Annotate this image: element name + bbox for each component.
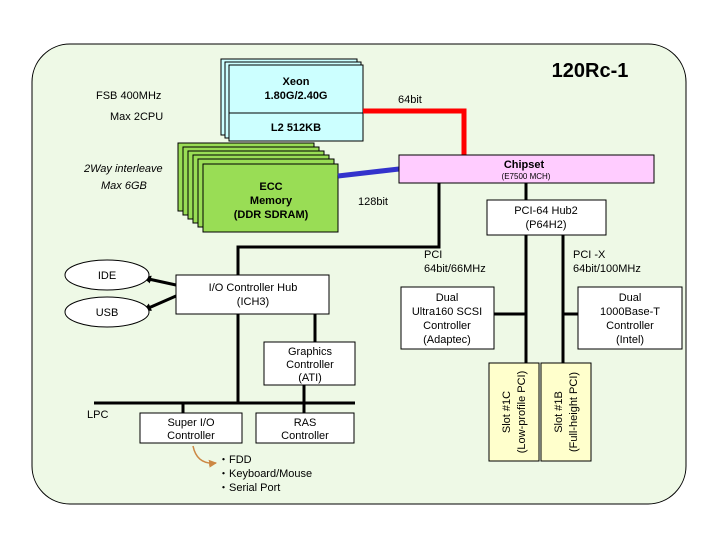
cpu-bus-label: 64bit xyxy=(398,94,422,106)
ich-box xyxy=(175,274,330,315)
p64h2-line1: PCI-64 Hub2 xyxy=(514,205,578,217)
cpu-name: Xeon xyxy=(283,76,310,88)
superio-item-serial: ・Serial Port xyxy=(218,482,280,494)
diagram-title: 120Rc-1 xyxy=(552,60,629,82)
pcix-label-1: PCI -X xyxy=(573,249,606,261)
slot-1b-line1: Slot #1B xyxy=(553,391,565,433)
slot-1c-line1: Slot #1C xyxy=(501,391,513,433)
cpu-speed: 1.80G/2.40G xyxy=(265,90,328,102)
graphics-line3: (ATI) xyxy=(298,372,322,384)
superio-line2: Controller xyxy=(167,430,215,442)
ras-line2: Controller xyxy=(281,430,329,442)
pcix-label-2: 64bit/100MHz xyxy=(573,263,641,275)
lan-line1: Dual xyxy=(619,292,642,304)
ide-label: IDE xyxy=(98,270,116,282)
ich-line2: (ICH3) xyxy=(237,296,269,308)
slot-1b xyxy=(540,362,592,462)
cpu-cache: L2 512KB xyxy=(271,122,321,134)
cpu-bus-link xyxy=(363,108,467,155)
pci-label-2: 64bit/66MHz xyxy=(424,263,486,275)
p64h2-box xyxy=(486,199,607,236)
ras-line1: RAS xyxy=(294,417,317,429)
chipset-model: (E7500 MCH) xyxy=(502,172,551,181)
superio-box xyxy=(139,412,243,444)
scsi-line4: (Adaptec) xyxy=(423,334,471,346)
superio-line1: Super I/O xyxy=(167,417,215,429)
superio-item-keyboard: ・Keyboard/Mouse xyxy=(218,468,312,480)
slot-1c xyxy=(488,362,540,462)
lan-box xyxy=(577,286,683,350)
lan-line3: Controller xyxy=(606,320,654,332)
memory-line3: (DDR SDRAM) xyxy=(234,209,309,221)
memory-stack xyxy=(177,142,339,233)
chipset-name: Chipset xyxy=(504,159,545,171)
lan-line4: (Intel) xyxy=(616,334,644,346)
slot-1c-line2: (Low-profile PCI) xyxy=(516,371,528,454)
lan-line2: 1000Base-T xyxy=(600,306,660,318)
superio-item-fdd: ・FDD xyxy=(218,454,252,466)
graphics-line2: Controller xyxy=(286,359,334,371)
fsb-label: FSB 400MHz xyxy=(96,90,161,102)
cpu-stack xyxy=(220,58,364,142)
memory-line2: Memory xyxy=(250,195,293,207)
p64h2-line2: (P64H2) xyxy=(526,219,567,231)
bus-lines xyxy=(94,183,578,413)
chipset-box xyxy=(398,154,655,184)
lpc-label: LPC xyxy=(87,409,108,421)
superio-arrow xyxy=(192,445,217,468)
memory-bus-link xyxy=(337,166,400,179)
graphics-box xyxy=(263,341,356,386)
memory-max-label: Max 6GB xyxy=(101,180,147,192)
memory-bus-label: 128bit xyxy=(358,196,388,208)
ide-ellipse xyxy=(64,259,150,291)
memory-line1: ECC xyxy=(259,181,282,193)
slot-1b-line2: (Full-height PCI) xyxy=(568,372,580,452)
usb-ellipse xyxy=(64,296,150,328)
ich-line1: I/O Controller Hub xyxy=(209,282,298,294)
scsi-line3: Controller xyxy=(423,320,471,332)
scsi-box xyxy=(400,286,495,350)
graphics-line1: Graphics xyxy=(288,346,333,358)
max-cpu-label: Max 2CPU xyxy=(110,111,163,123)
ras-box xyxy=(255,412,355,444)
scsi-line1: Dual xyxy=(436,292,459,304)
scsi-line2: Ultra160 SCSI xyxy=(412,306,482,318)
usb-label: USB xyxy=(96,307,119,319)
interleave-label: 2Way interleave xyxy=(83,163,163,175)
pci-label-1: PCI xyxy=(424,249,442,261)
